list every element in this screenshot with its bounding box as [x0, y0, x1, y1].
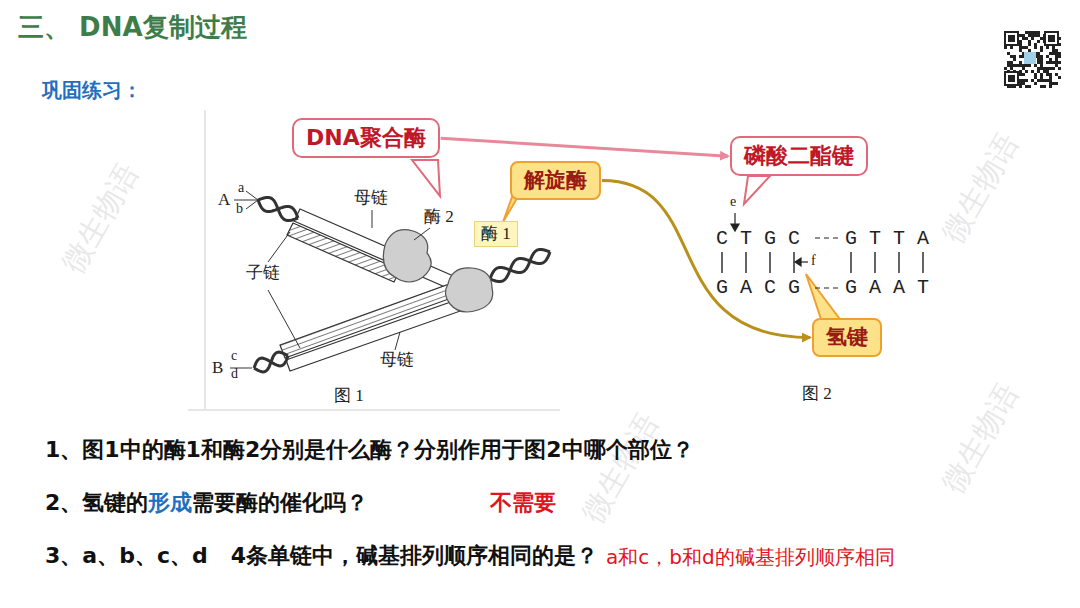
section-heading: 巩固练习： [42, 78, 142, 102]
hydrogen-bond-bars [722, 252, 923, 273]
helix-strand [258, 198, 298, 221]
bubble-tail [744, 176, 770, 204]
connector-arrow [602, 181, 810, 338]
end-label: A [218, 190, 230, 210]
callout-box: 氢键 [812, 318, 882, 357]
bubble-tail [412, 160, 440, 196]
node-text: DNA聚合酶 [306, 125, 426, 151]
point-letter: f [811, 253, 816, 270]
question: 3、a、b、c、d 4条单链中，碱基排列顺序相同的是？ [45, 543, 598, 569]
enzyme-tag: 酶 1 [474, 221, 518, 247]
figure-caption: 图 1 [334, 386, 364, 406]
end-label: B [212, 358, 223, 378]
question: 2、氢键的 [45, 490, 148, 516]
enzyme-label: 酶 2 [424, 207, 454, 227]
base-sequence: C T G C [716, 229, 800, 249]
watermark: 微生物语 [54, 157, 145, 279]
base-sequence: G T T A [845, 229, 929, 249]
point-letter: e [730, 194, 736, 211]
callout-box: DNA聚合酶 [292, 118, 440, 158]
strand-label: 母链 [354, 188, 388, 208]
base-sequence: G A C G [716, 278, 800, 298]
strand-letter: b [236, 201, 243, 218]
question-emphasis: 形成 [148, 490, 192, 516]
node-text: 酶 1 [481, 224, 511, 244]
figure-caption: 图 2 [802, 384, 832, 404]
node-text: 磷酸二酯键 [744, 143, 854, 169]
enzyme-2 [383, 230, 431, 282]
helix-strand [254, 352, 288, 372]
watermark: 微生物语 [934, 127, 1025, 249]
question: 需要酶的催化吗？ [192, 490, 368, 516]
qr-code [1003, 30, 1061, 88]
strand-label: 子链 [246, 263, 280, 283]
helix-strand [254, 356, 288, 368]
bubble-tail [806, 274, 842, 322]
slide-title: 三、 DNA复制过程 [18, 12, 247, 43]
double-helix [254, 198, 550, 372]
enzyme-1 [445, 268, 492, 312]
watermark: 微生物语 [574, 407, 665, 529]
leader-line [230, 191, 430, 368]
answer: 不需要 [490, 490, 556, 516]
parent-strand [286, 298, 466, 371]
connector-arrow [441, 138, 728, 156]
strand-letter: a [238, 180, 244, 197]
backbone-dash [815, 238, 842, 288]
strand-letter: c [231, 348, 237, 365]
frame-line [188, 409, 560, 411]
node-text: 氢键 [826, 325, 868, 350]
base-sequence: G A A T [845, 278, 929, 298]
callout-box: 解旋酶 [510, 161, 601, 200]
answer: a和c，b和d的碱基排列顺序相同 [606, 545, 895, 569]
callout-box: 磷酸二酯键 [730, 136, 868, 176]
node-text: 解旋酶 [524, 168, 587, 193]
question: 1、图1中的酶1和酶2分别是什么酶？分别作用于图2中哪个部位？ [45, 437, 694, 463]
watermark: 微生物语 [934, 377, 1025, 499]
frame-line [204, 110, 206, 410]
strand-letter: d [231, 366, 238, 383]
strand-label: 母链 [380, 350, 414, 370]
